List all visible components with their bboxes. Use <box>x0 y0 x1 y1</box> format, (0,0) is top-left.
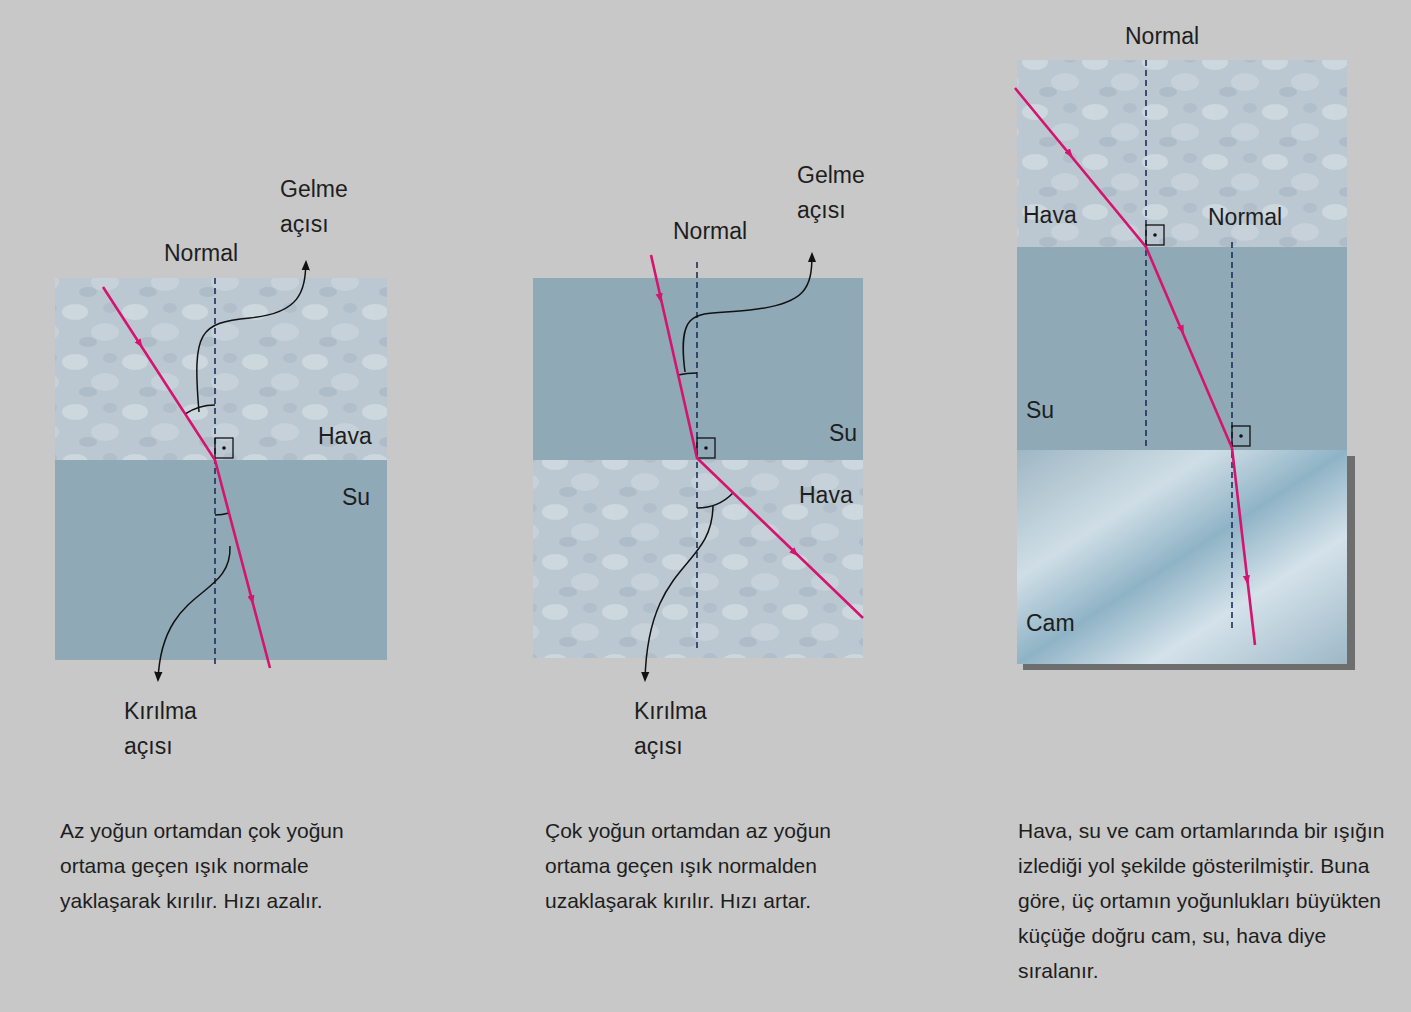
medium-region: Cam <box>1017 450 1347 664</box>
angle-label: Gelme açısı <box>797 158 892 227</box>
caption: Az yoğun ortamdan çok yoğun ortama geçen… <box>60 813 400 918</box>
medium-name: Su <box>1026 397 1054 424</box>
medium-name: Hava <box>1023 202 1077 229</box>
normal-label: Normal <box>164 236 284 271</box>
medium-region: Su <box>533 278 863 460</box>
angle-label: Gelme açısı <box>280 172 375 241</box>
medium-region: Hava <box>533 460 863 658</box>
medium-name: Cam <box>1026 610 1075 637</box>
medium-name: Hava <box>799 482 853 509</box>
medium-region: Hava <box>55 278 387 460</box>
normal-label: Normal <box>673 214 793 249</box>
angle-label: Kırılma açısı <box>634 694 729 763</box>
normal-label: Normal <box>1208 200 1328 235</box>
caption: Çok yoğun ortamdan az yoğun ortama geçen… <box>545 813 890 918</box>
angle-label: Kırılma açısı <box>124 694 219 763</box>
medium-name: Su <box>342 484 370 511</box>
medium-region: Hava <box>1017 60 1347 247</box>
medium-name: Su <box>829 420 857 447</box>
medium-region: Su <box>1017 247 1347 450</box>
normal-label: Normal <box>1125 19 1245 54</box>
medium-name: Hava <box>318 423 372 450</box>
caption: Hava, su ve cam ortamlarında bir ışığın … <box>1018 813 1400 988</box>
medium-region: Su <box>55 460 387 660</box>
